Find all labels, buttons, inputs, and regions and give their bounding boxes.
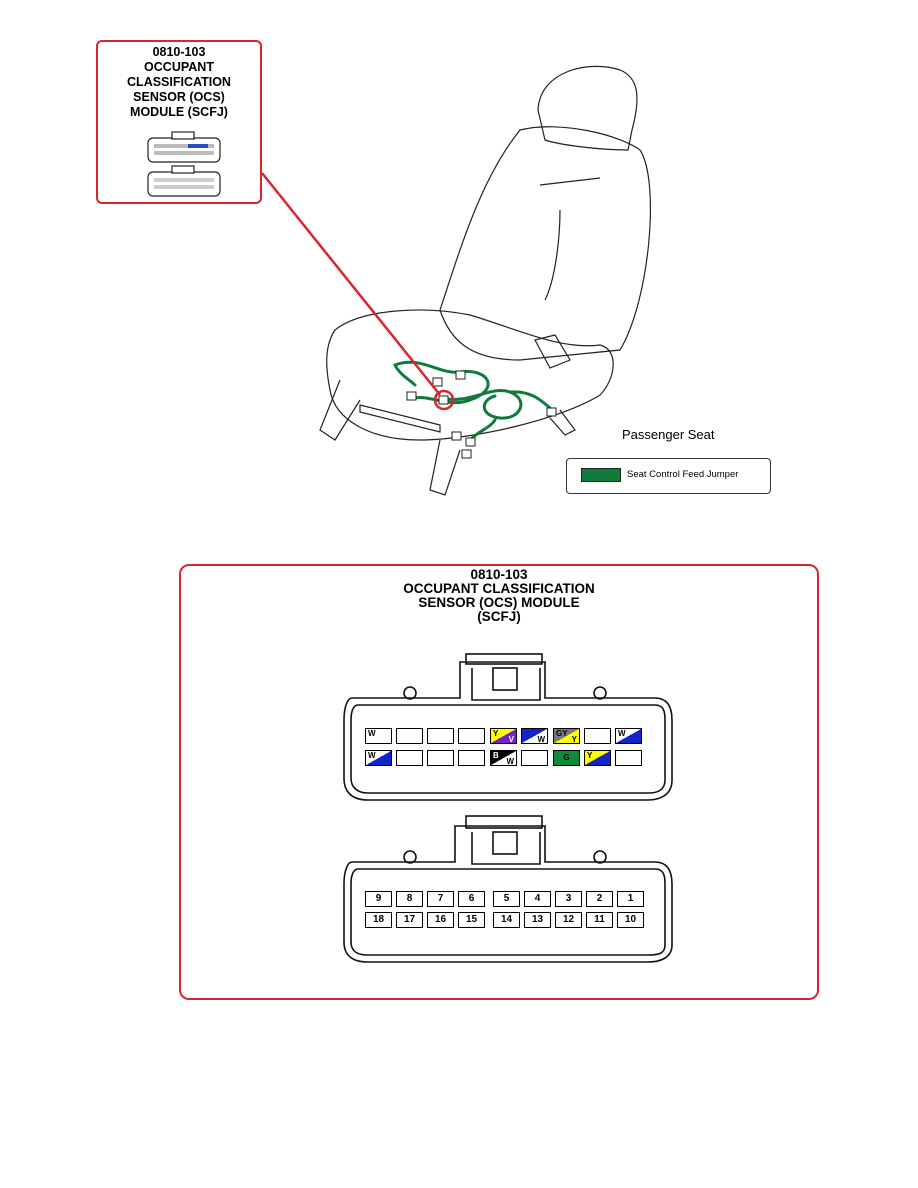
pin-stripe-code: W (506, 757, 514, 766)
numbered-pin: 12 (555, 912, 582, 928)
face-pin: W (521, 728, 548, 744)
pin-color-code: B (493, 751, 499, 760)
pin-color-code: Y (493, 729, 499, 738)
face-pin: W (365, 750, 392, 766)
main-callout (179, 564, 819, 1000)
numbered-pin: 13 (524, 912, 551, 928)
face-pin (458, 750, 485, 766)
connector-thumbnail-icon (147, 131, 221, 197)
seat-illustration (261, 65, 651, 496)
numbered-pin: 11 (586, 912, 613, 928)
top-callout: 0810-103 OCCUPANT CLASSIFICATION SENSOR … (96, 40, 262, 204)
numbered-pin: 9 (365, 891, 392, 907)
pin-color-code: W (618, 729, 626, 738)
face-pin (615, 750, 642, 766)
face-pin: W (365, 728, 392, 744)
top-callout-line: OCCUPANT (144, 60, 214, 74)
numbered-pin: 1 (617, 891, 644, 907)
main-title-line: 0810-103 (470, 567, 528, 582)
main-callout-title: 0810-103 OCCUPANT CLASSIFICATION SENSOR … (179, 568, 819, 624)
face-pin (427, 750, 454, 766)
top-callout-line: SENSOR (OCS) (133, 90, 225, 104)
face-pin (584, 728, 611, 744)
main-title-line: OCCUPANT CLASSIFICATION (403, 581, 595, 596)
legend-swatch (581, 468, 621, 482)
legend: Seat Control Feed Jumper (566, 458, 771, 494)
numbered-pin: 6 (458, 891, 485, 907)
face-pin (521, 750, 548, 766)
top-callout-title: 0810-103 OCCUPANT CLASSIFICATION SENSOR … (98, 45, 260, 120)
face-pin: Y (584, 750, 611, 766)
face-pin (396, 750, 423, 766)
pin-color-code: GY (556, 729, 568, 738)
numbered-pin: 4 (524, 891, 551, 907)
numbered-pin: 17 (396, 912, 423, 928)
numbered-pin: 16 (427, 912, 454, 928)
pin-color-code: W (368, 751, 376, 760)
face-pin (396, 728, 423, 744)
pin-color-code: G (563, 753, 570, 762)
face-pin: G (553, 750, 580, 766)
pin-stripe-code: V (508, 735, 514, 744)
numbered-pin: 3 (555, 891, 582, 907)
numbered-pin: 2 (586, 891, 613, 907)
top-callout-line: CLASSIFICATION (127, 75, 231, 89)
legend-label: Seat Control Feed Jumper (627, 469, 739, 480)
face-pin (427, 728, 454, 744)
numbered-pin: 5 (493, 891, 520, 907)
numbered-pin: 14 (493, 912, 520, 928)
numbered-pin: 18 (365, 912, 392, 928)
face-pin (458, 728, 485, 744)
face-pin: W (615, 728, 642, 744)
pin-color-code: W (368, 729, 376, 738)
main-title-line: (SCFJ) (477, 609, 521, 624)
pin-stripe-code: W (537, 735, 545, 744)
pin-stripe-code: Y (571, 735, 577, 744)
numbered-pin: 15 (458, 912, 485, 928)
numbered-pin: 8 (396, 891, 423, 907)
top-callout-line: MODULE (SCFJ) (130, 105, 228, 119)
passenger-seat-label: Passenger Seat (622, 427, 715, 442)
top-callout-line: 0810-103 (152, 45, 206, 59)
pin-color-code: Y (587, 751, 593, 760)
numbered-pin: 7 (427, 891, 454, 907)
numbered-pin: 10 (617, 912, 644, 928)
main-title-line: SENSOR (OCS) MODULE (418, 595, 580, 610)
